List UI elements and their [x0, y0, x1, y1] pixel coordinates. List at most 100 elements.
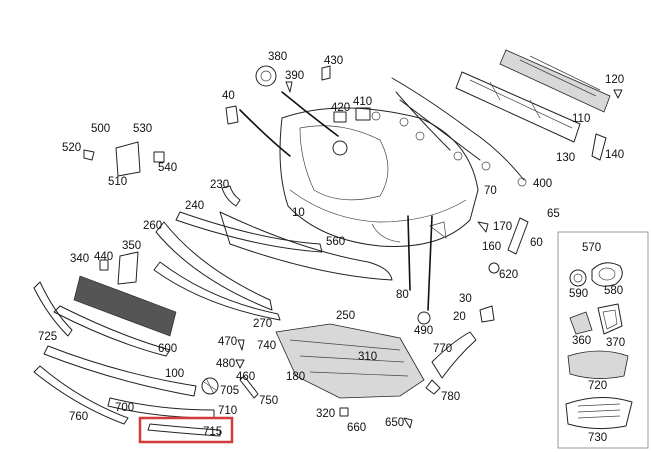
label-120: 120 [605, 74, 624, 86]
label-705: 705 [220, 385, 239, 397]
label-430: 430 [324, 55, 343, 67]
label-720: 720 [588, 380, 607, 392]
part-730-bezel [565, 396, 633, 430]
part-440-clip [99, 259, 109, 271]
label-270: 270 [253, 318, 272, 330]
part-430-clip [321, 65, 331, 81]
leader-line [427, 215, 433, 311]
label-750: 750 [259, 395, 278, 407]
label-40: 40 [222, 90, 235, 102]
label-80: 80 [396, 289, 409, 301]
label-230: 230 [210, 179, 229, 191]
label-420: 420 [331, 102, 350, 114]
label-490: 490 [414, 325, 433, 337]
part-650-screw [403, 417, 413, 429]
part-130-rail [455, 71, 581, 143]
part-340-grille [73, 275, 177, 337]
part-240-trim [175, 211, 323, 253]
label-65: 65 [547, 208, 560, 220]
label-730: 730 [588, 432, 607, 444]
label-620: 620 [499, 269, 518, 281]
label-350: 350 [122, 240, 141, 252]
part-120-clip [613, 89, 623, 99]
part-580-cover [591, 262, 623, 287]
part-520-screw [83, 149, 95, 161]
part-720-grille [567, 350, 629, 379]
part-490-sensor [417, 311, 431, 325]
side-panel [557, 231, 649, 449]
label-660: 660 [347, 422, 366, 434]
label-240: 240 [185, 200, 204, 212]
part-470-clip [237, 339, 245, 351]
label-160: 160 [482, 241, 501, 253]
part-410-sensor [355, 107, 381, 121]
label-500: 500 [91, 123, 110, 135]
part-260-strip [155, 221, 273, 311]
part-600-strip [53, 305, 171, 357]
label-715: 715 [203, 426, 222, 438]
label-380: 380 [268, 51, 287, 63]
part-400-harness [391, 77, 527, 187]
label-725: 725 [38, 331, 57, 343]
part-770-bracket [431, 331, 477, 379]
label-470: 470 [218, 336, 237, 348]
part-10-bumper-cover [279, 107, 479, 247]
label-780: 780 [441, 391, 460, 403]
label-600: 600 [158, 343, 177, 355]
label-60: 60 [530, 237, 543, 249]
part-420-sensor [333, 111, 347, 123]
label-520: 520 [62, 142, 81, 154]
part-370-frame [597, 303, 623, 335]
part-760-lip [33, 365, 129, 425]
part-110-carrier [499, 49, 611, 113]
part-320-nut [339, 407, 349, 417]
label-250: 250 [336, 310, 355, 322]
label-180: 180 [286, 371, 305, 383]
label-170: 170 [493, 221, 512, 233]
part-230-strip [221, 185, 241, 207]
part-725-bar [33, 281, 73, 337]
label-590: 590 [569, 288, 588, 300]
label-340: 340 [70, 253, 89, 265]
part-20-cover [479, 305, 495, 323]
label-310: 310 [358, 351, 377, 363]
part-40-clip [225, 105, 239, 125]
part-labels: 10 20 30 40 60 65 70 80 100 110 120 130 … [38, 51, 625, 444]
label-710: 710 [218, 405, 237, 417]
part-780-clip [425, 379, 441, 395]
part-480-clip [235, 359, 245, 369]
part-705-light [201, 377, 219, 395]
label-360: 360 [572, 335, 591, 347]
label-130: 130 [556, 152, 575, 164]
part-620-nut [488, 262, 500, 274]
part-540-nut [153, 151, 165, 163]
label-460: 460 [236, 371, 255, 383]
label-540: 540 [158, 162, 177, 174]
leader-line [281, 91, 339, 137]
part-270-strip [153, 261, 281, 321]
label-480: 480 [216, 358, 235, 370]
highlight-box-715 [138, 416, 234, 444]
label-410: 410 [353, 96, 372, 108]
label-10: 10 [292, 207, 305, 219]
part-100-spoiler [43, 345, 197, 397]
label-20: 20 [453, 311, 466, 323]
label-400: 400 [533, 178, 552, 190]
part-170-bolt [477, 221, 489, 233]
label-650: 650 [385, 417, 404, 429]
label-30: 30 [459, 293, 472, 305]
part-510-plate-bracket [115, 141, 141, 177]
label-390: 390 [285, 70, 304, 82]
part-380-star [255, 65, 277, 87]
label-260: 260 [143, 220, 162, 232]
part-310-shield [275, 323, 425, 399]
label-440: 440 [94, 251, 113, 263]
part-715-lip [147, 423, 221, 437]
part-140-bracket [591, 133, 607, 161]
leader-line [407, 215, 411, 291]
part-350-bracket [117, 251, 139, 285]
label-320: 320 [316, 408, 335, 420]
part-390-bolt [285, 81, 293, 93]
label-760: 760 [69, 411, 88, 423]
